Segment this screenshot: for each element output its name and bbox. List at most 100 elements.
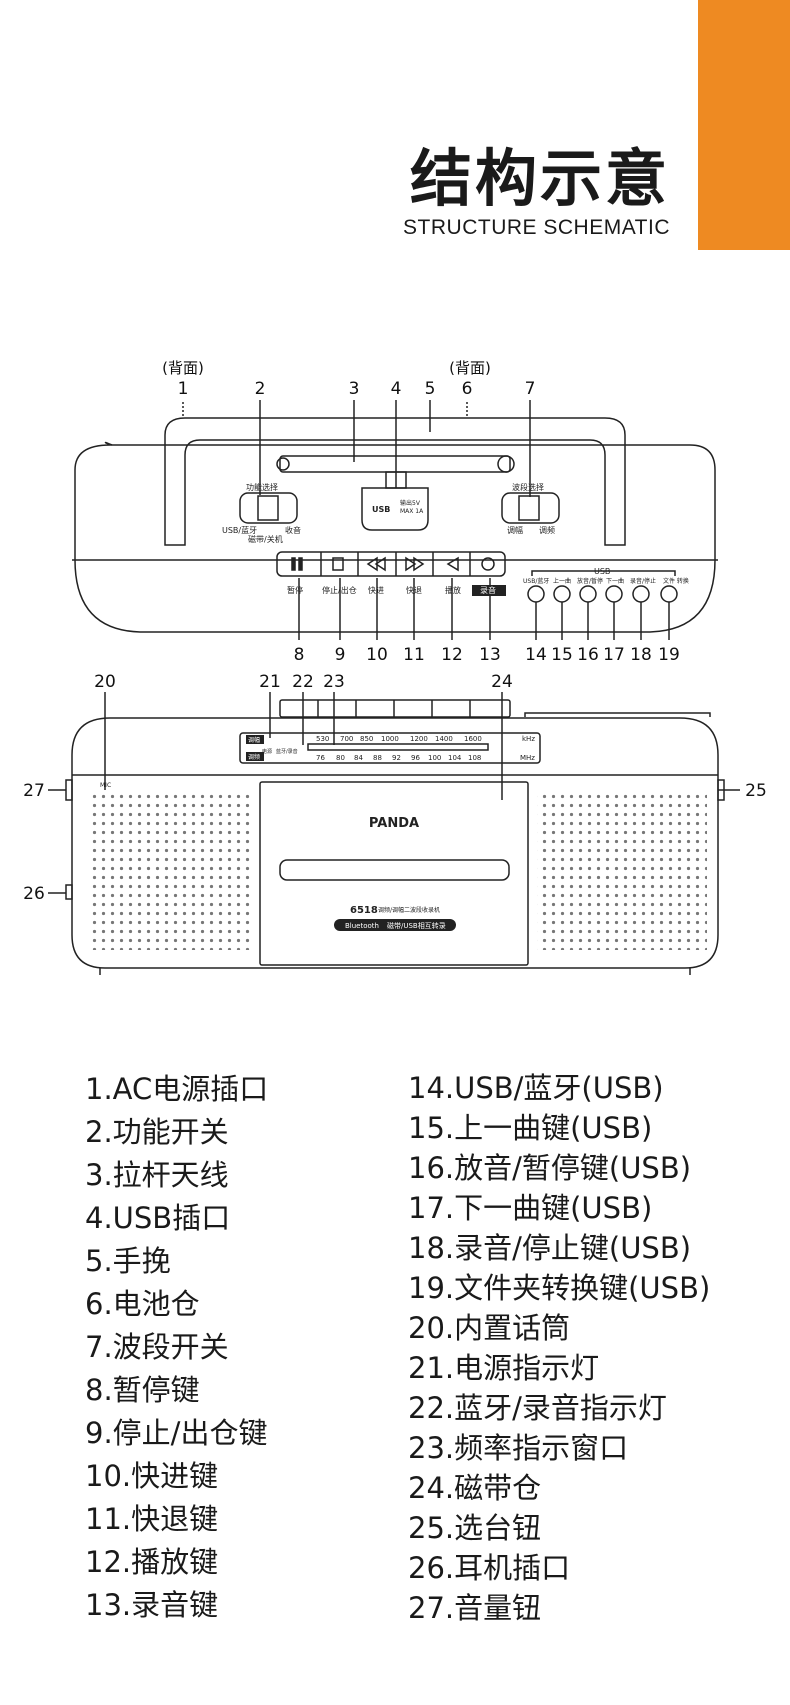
usb-button-label-6: 文件 转换 (663, 577, 689, 585)
fm-freq-1: 76 (316, 754, 325, 762)
legend-left: 1.AC电源插口 2.功能开关 3.拉杆天线 4.USB插口 5.手挽 6.电池… (85, 1068, 268, 1627)
top-view-labels: 功能选择 USB/蓝牙 收音 磁带/关机 波段选择 调幅 调频 输出5V MAX… (222, 482, 689, 596)
mic-label: MIC (100, 782, 111, 789)
callout-11: 11 (403, 645, 425, 665)
fm-freq-7: 100 (428, 754, 441, 762)
indicator-label-bt: 蓝牙/录音 (276, 748, 298, 755)
fm-freq-2: 80 (336, 754, 345, 762)
am-freq-2: 700 (340, 735, 353, 743)
top-callouts: (背面) (背面) 1 2 3 4 5 6 7 8 9 10 11 12 13 … (162, 359, 680, 665)
callout-14: 14 (525, 645, 547, 665)
legend-item: 25.选台钮 (408, 1511, 542, 1545)
am-freq-4: 1000 (381, 735, 399, 743)
usb-button-label-5: 录音/停止 (630, 577, 656, 585)
fm-unit: MHz (520, 754, 535, 762)
usb-button-label-1: USB/蓝牙 (523, 577, 549, 585)
legend-item: 20.内置话筒 (408, 1311, 571, 1345)
usb-port-text-1: 输出5V (400, 499, 421, 507)
frequency-window (239, 732, 541, 764)
callout-21: 21 (259, 672, 281, 692)
right-speaker-grille (537, 790, 707, 950)
fm-freq-8: 104 (448, 754, 462, 762)
fm-freq-6: 96 (411, 754, 420, 762)
front-callouts: 20 21 22 23 24 25 26 27 (23, 672, 767, 904)
legend-item: 12.播放键 (85, 1545, 219, 1579)
usb-compartment (361, 487, 429, 531)
page-title: 结构示意 (409, 142, 670, 215)
fm-freq-9: 108 (468, 754, 481, 762)
band-switch-right: 调频 (539, 525, 555, 535)
legend-item: 4.USB插口 (85, 1201, 231, 1235)
callout-26: 26 (23, 884, 45, 904)
model-description: 调频/调幅二波段收录机 (378, 906, 440, 914)
front-view (48, 692, 740, 975)
callout-18: 18 (630, 645, 652, 665)
callout-10: 10 (366, 645, 388, 665)
left-speaker-grille (88, 790, 253, 950)
fm-freq-3: 84 (354, 754, 363, 762)
callout-13: 13 (479, 645, 501, 665)
function-switch-right: 收音 (285, 525, 301, 535)
function-switch (239, 492, 298, 524)
callout-2: 2 (255, 379, 266, 399)
band-switch-title: 波段选择 (512, 482, 544, 492)
callout-1: 1 (178, 379, 189, 399)
callout-16: 16 (577, 645, 599, 665)
legend-item: 6.电池仓 (85, 1287, 200, 1321)
callout-7: 7 (525, 379, 536, 399)
front-view-labels: 调幅 调频 530 700 850 1000 1200 1400 1600 kH… (100, 735, 535, 931)
legend-item: 19.文件夹转换键(USB) (408, 1271, 711, 1305)
callout-17: 17 (603, 645, 625, 665)
callout-19: 19 (658, 645, 680, 665)
transport-label-rec: 录音 (480, 585, 496, 595)
callout-20: 20 (94, 672, 116, 692)
usb-button-label-3: 放音/暂停 (577, 577, 603, 585)
structure-diagram: 功能选择 USB/蓝牙 收音 磁带/关机 波段选择 调幅 调频 输出5V MAX… (23, 359, 767, 975)
legend-item: 27.音量钮 (408, 1591, 542, 1625)
indicator-label-power: 电源 (262, 748, 272, 755)
callout-27: 27 (23, 781, 45, 801)
legend-item: 9.停止/出仓键 (85, 1416, 268, 1450)
callout-3: 3 (349, 379, 360, 399)
legend-item: 24.磁带仓 (408, 1471, 542, 1505)
callout-8: 8 (294, 645, 305, 665)
usb-button-label-4: 下一曲 (606, 577, 624, 585)
legend-item: 7.波段开关 (85, 1330, 229, 1364)
am-freq-5: 1200 (410, 735, 428, 743)
legend-item: 13.录音键 (85, 1588, 219, 1622)
legend-item: 10.快进键 (85, 1459, 219, 1493)
bluetooth-badge: Bluetooth (345, 922, 379, 930)
legend-item: 2.功能开关 (85, 1115, 229, 1149)
legend-right: 14.USB/蓝牙(USB) 15.上一曲键(USB) 16.放音/暂停键(US… (408, 1068, 710, 1628)
callout-24: 24 (491, 672, 513, 692)
legend-item: 1.AC电源插口 (85, 1072, 269, 1106)
legend-item: 8.暂停键 (85, 1373, 200, 1407)
am-freq-1: 530 (316, 735, 329, 743)
page-subtitle: STRUCTURE SCHEMATIC (403, 216, 670, 239)
am-label: 调幅 (248, 736, 260, 744)
transport-label-stop: 停止/出仓 (322, 585, 357, 595)
legend-item: 21.电源指示灯 (408, 1351, 600, 1385)
fm-freq-4: 88 (373, 754, 382, 762)
antenna (279, 455, 511, 473)
am-freq-3: 850 (360, 735, 373, 743)
am-freq-7: 1600 (464, 735, 482, 743)
top-view (72, 400, 718, 640)
fm-label: 调频 (248, 753, 260, 761)
transport-label-rew: 快退 (406, 585, 422, 595)
legend-item: 17.下一曲键(USB) (408, 1191, 653, 1225)
legend-item: 22.蓝牙/录音指示灯 (408, 1391, 667, 1425)
callout-9: 9 (335, 645, 346, 665)
callout-4: 4 (391, 379, 402, 399)
orange-accent-block (698, 0, 790, 250)
callout-15: 15 (551, 645, 573, 665)
cassette-deck (259, 781, 529, 966)
am-freq-6: 1400 (435, 735, 453, 743)
back-label-1: (背面) (162, 359, 204, 377)
function-switch-title: 功能选择 (246, 482, 278, 492)
model-number: 6518 (350, 905, 378, 916)
band-switch-left: 调幅 (507, 525, 523, 535)
usb-port-text-2: MAX 1A (400, 508, 424, 515)
transfer-badge: 磁带/USB相互转录 (387, 921, 446, 930)
callout-22: 22 (292, 672, 314, 692)
